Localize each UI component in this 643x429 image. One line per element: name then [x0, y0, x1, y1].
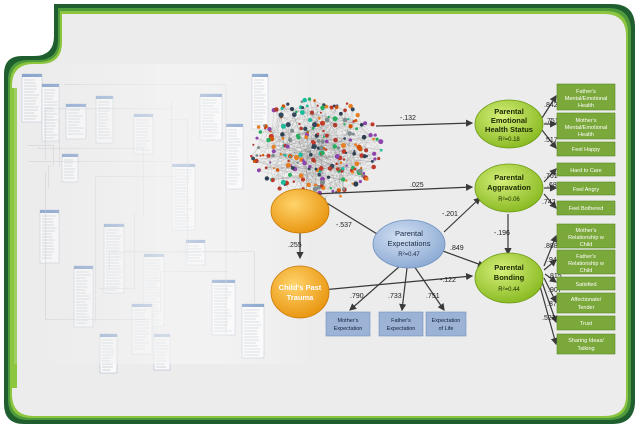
- indicator-box: Mother's Mental/Emotional Health: [556, 112, 616, 140]
- loading-expectations-3: .751: [426, 293, 440, 300]
- coef-orange-trauma: .255: [288, 242, 302, 249]
- loading-expectations-1: .790: [350, 293, 364, 300]
- svg-text:Feel Happy: Feel Happy: [572, 147, 600, 153]
- right-indicators: Father's Mental/Emotional Health Mother'…: [556, 83, 616, 355]
- indicator-box: Expectation of Life: [425, 311, 467, 337]
- node-bonding: Parental Bonding R²=0.44: [474, 252, 544, 304]
- svg-text:Father's: Father's: [576, 254, 596, 260]
- svg-text:Expectations: Expectations: [388, 239, 431, 248]
- node-emotional: Parental Emotional Health Status R²=0.18: [474, 99, 544, 149]
- indicator-box: Feel Bothered: [556, 200, 616, 216]
- node-expectations: Parental Expectations R²=0.47: [372, 219, 446, 269]
- coef-expectations-bonding: .849: [450, 245, 464, 252]
- svg-text:R²=0.06: R²=0.06: [498, 197, 520, 203]
- svg-text:Talking: Talking: [577, 346, 594, 352]
- node-upper-orange: [270, 188, 330, 234]
- indicator-box: Trust: [556, 315, 616, 331]
- svg-text:Parental: Parental: [494, 173, 524, 182]
- svg-text:Bonding: Bonding: [494, 273, 525, 282]
- node-aggravation: Parental Aggravation R²=0.06: [474, 163, 544, 213]
- coef-network-expectations: -.537: [336, 222, 352, 229]
- coef-network-aggravation: .025: [410, 182, 424, 189]
- svg-text:Expectation: Expectation: [387, 326, 416, 332]
- svg-text:Health: Health: [578, 103, 594, 109]
- svg-text:Child's Past: Child's Past: [279, 283, 322, 292]
- svg-text:Sharing Ideas/: Sharing Ideas/: [568, 338, 604, 344]
- coef-expectations-aggravation: -.201: [442, 211, 458, 218]
- loading-bonding-6: .523: [542, 315, 556, 322]
- network-hairball: [250, 97, 384, 203]
- svg-text:Expectation: Expectation: [334, 326, 363, 332]
- loading-emotional-2: .751: [545, 118, 559, 125]
- svg-text:Child: Child: [580, 242, 593, 248]
- svg-text:Mother's: Mother's: [338, 318, 359, 324]
- expectations-indicators: Mother's Expectation Father's Expectatio…: [325, 311, 467, 337]
- svg-text:R²=0.44: R²=0.44: [498, 287, 520, 293]
- coef-aggravation-bonding: -.196: [494, 230, 510, 237]
- svg-text:Parental: Parental: [494, 107, 524, 116]
- svg-text:of Life: of Life: [439, 326, 454, 332]
- loading-expectations-2: .733: [388, 293, 402, 300]
- indicator-box: Sharing Ideas/ Talking: [556, 333, 616, 355]
- svg-text:Satisfied: Satisfied: [575, 282, 596, 288]
- loading-bonding-1: .888: [544, 243, 558, 250]
- svg-text:Hard to Care: Hard to Care: [570, 168, 602, 174]
- svg-text:Parental: Parental: [395, 229, 423, 238]
- coef-network-emotional: -.132: [400, 115, 416, 122]
- svg-text:Mental/Emotional: Mental/Emotional: [565, 125, 608, 131]
- loading-bonding-3: .815: [548, 273, 562, 280]
- indicator-box: Father's Relationship w Child: [556, 249, 616, 275]
- svg-text:Aggravation: Aggravation: [487, 183, 531, 192]
- svg-text:Feel Bothered: Feel Bothered: [569, 206, 604, 212]
- svg-text:Mother's: Mother's: [576, 228, 597, 234]
- loading-aggravation-1: .761: [544, 173, 558, 180]
- svg-text:Trauma: Trauma: [287, 293, 315, 302]
- svg-text:Mental/Emotional: Mental/Emotional: [565, 96, 608, 102]
- svg-text:Mother's: Mother's: [576, 118, 597, 124]
- loading-aggravation-2: .683: [547, 182, 561, 189]
- svg-text:Emotional: Emotional: [491, 116, 527, 125]
- indicator-box: Father's Expectation: [378, 311, 424, 337]
- node-trauma: Child's Past Trauma: [270, 265, 330, 319]
- svg-text:Parental: Parental: [494, 263, 524, 272]
- svg-text:Father's: Father's: [391, 318, 411, 324]
- coef-trauma-bonding: -.122: [440, 277, 456, 284]
- svg-text:Expectation: Expectation: [432, 318, 461, 324]
- diagram-canvas: -.132 .025 -.537 -.201 .849 -.196 -.122 …: [4, 4, 635, 424]
- loading-emotional-1: .842: [544, 102, 558, 109]
- indicator-box: Feel Angry: [556, 181, 616, 196]
- svg-text:Trust: Trust: [580, 321, 593, 327]
- loading-emotional-3: .517: [544, 137, 558, 144]
- svg-text:R²=0.18: R²=0.18: [498, 137, 520, 143]
- indicator-box: Satisfied: [556, 276, 616, 291]
- svg-text:Affectionate/: Affectionate/: [571, 297, 602, 303]
- svg-text:Feel Angry: Feel Angry: [573, 187, 600, 193]
- schema-fade: [14, 64, 314, 364]
- loading-bonding-2: .943: [547, 257, 561, 264]
- loading-bonding-5: .873: [547, 301, 561, 308]
- loading-aggravation-3: .742: [542, 199, 556, 206]
- indicator-box: Mother's Relationship w Child: [556, 223, 616, 249]
- svg-text:Health Status: Health Status: [485, 125, 533, 134]
- svg-text:Health: Health: [578, 132, 594, 138]
- svg-text:Relationship w: Relationship w: [568, 261, 604, 267]
- loading-bonding-4: .907: [548, 287, 562, 294]
- svg-text:R²=0.47: R²=0.47: [398, 252, 420, 258]
- svg-text:Tender: Tender: [578, 305, 595, 311]
- svg-text:Father's: Father's: [576, 89, 596, 95]
- indicator-box: Mother's Expectation: [325, 311, 371, 337]
- svg-text:Relationship w: Relationship w: [568, 235, 604, 241]
- indicator-box: Affectionate/ Tender: [556, 292, 616, 314]
- path-arrows: [296, 94, 558, 346]
- indicator-box: Father's Mental/Emotional Health: [556, 83, 616, 111]
- indicator-box: Hard to Care: [556, 162, 616, 177]
- green-frame: -.132 .025 -.537 -.201 .849 -.196 -.122 …: [4, 4, 635, 424]
- svg-text:Child: Child: [580, 268, 593, 274]
- indicator-box: Feel Happy: [556, 141, 616, 157]
